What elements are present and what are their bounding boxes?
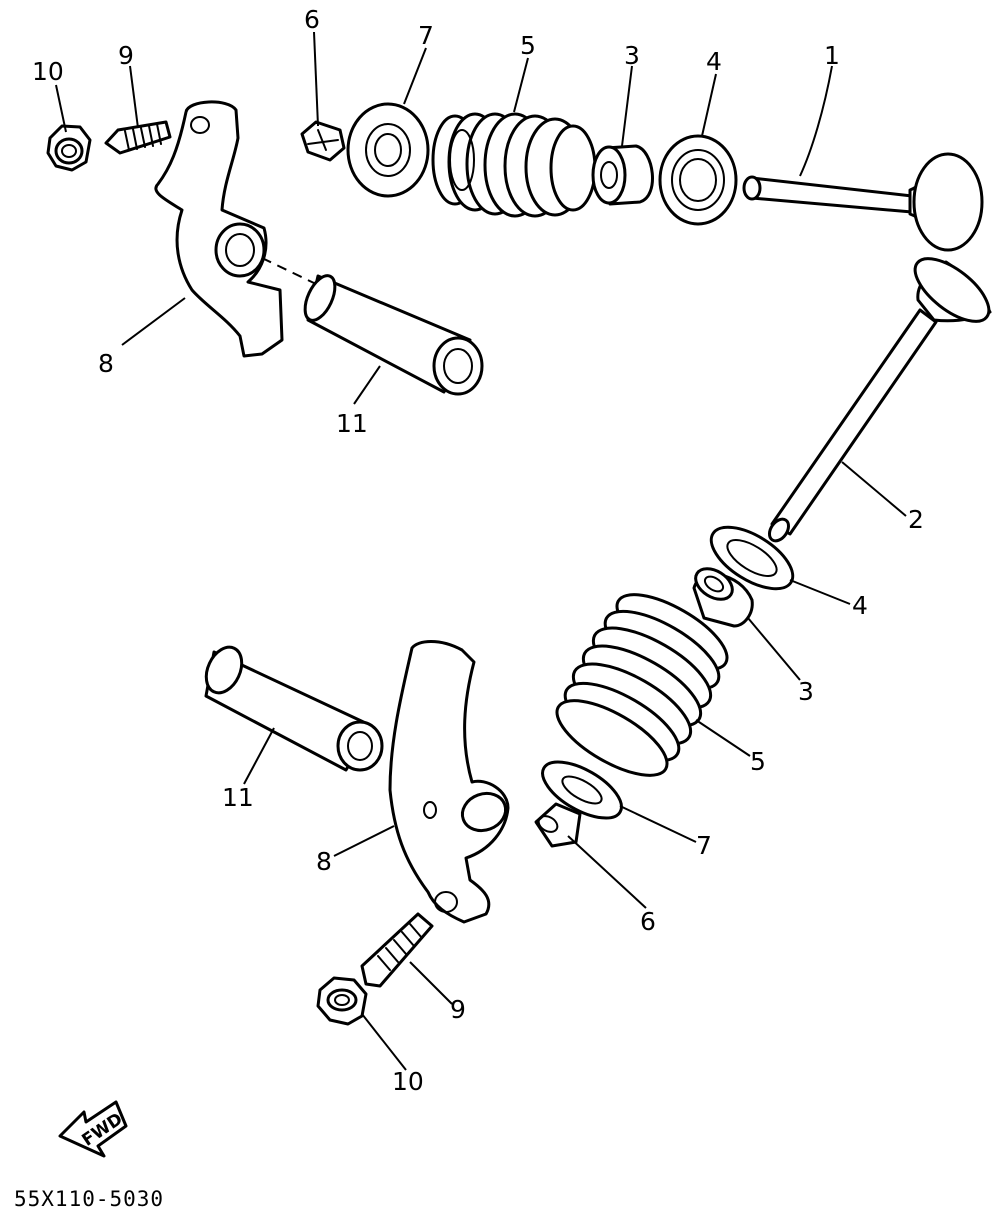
part-rocker-shaft-lower: [204, 645, 384, 772]
callout-4-top: 4: [706, 47, 722, 76]
part-spring-seat-lower: [709, 525, 795, 591]
part-adjuster-screw-lower: [360, 912, 434, 988]
callout-5-top: 5: [520, 31, 536, 60]
part-adjuster-screw-top: [104, 120, 172, 155]
diagram-code: 55X110-5030: [14, 1187, 164, 1211]
part-valve-spring-top: [431, 112, 597, 218]
part-rocker-shaft-top: [303, 274, 484, 396]
callout-11-lower: 11: [222, 783, 254, 812]
part-valve-spring-lower: [555, 593, 729, 777]
part-valve-lower: [767, 257, 992, 543]
part-spring-seat-top: [658, 134, 738, 226]
callout-10-top: 10: [32, 57, 64, 86]
callout-9-top: 9: [118, 41, 134, 70]
callout-7-lower: 7: [696, 831, 712, 860]
part-rocker-arm-lower: [388, 640, 510, 924]
part-spring-retainer-top: [346, 102, 430, 198]
axis-line-top: [261, 257, 317, 285]
part-valve-cotter-lower: [534, 802, 582, 848]
fwd-arrow-icon: FWD: [58, 1100, 128, 1158]
callout-9-lower: 9: [450, 995, 466, 1024]
leader-lines: [55, 31, 907, 1071]
callout-6-top: 6: [304, 5, 320, 34]
callout-8-top: 8: [98, 349, 114, 378]
callout-1-top: 1: [824, 41, 840, 70]
part-nut-lower: [316, 976, 368, 1026]
part-nut-top: [46, 124, 92, 172]
callout-3-top: 3: [624, 41, 640, 70]
callout-8-lower: 8: [316, 847, 332, 876]
callout-2: 2: [908, 505, 924, 534]
part-stem-seal-top: [591, 144, 654, 206]
part-rocker-arm-top: [154, 100, 284, 358]
callout-4-lower: 4: [852, 591, 868, 620]
part-valve-top: [742, 152, 984, 252]
callout-7-top: 7: [418, 21, 434, 50]
part-stem-seal-lower: [692, 567, 754, 628]
callout-6-lower: 6: [640, 907, 656, 936]
part-valve-cotter-top: [300, 120, 346, 162]
callout-10-lower: 10: [392, 1067, 424, 1096]
part-spring-retainer-lower: [541, 760, 623, 820]
callout-5-lower: 5: [750, 747, 766, 776]
callout-11-top: 11: [336, 409, 368, 438]
callout-3-lower: 3: [798, 677, 814, 706]
